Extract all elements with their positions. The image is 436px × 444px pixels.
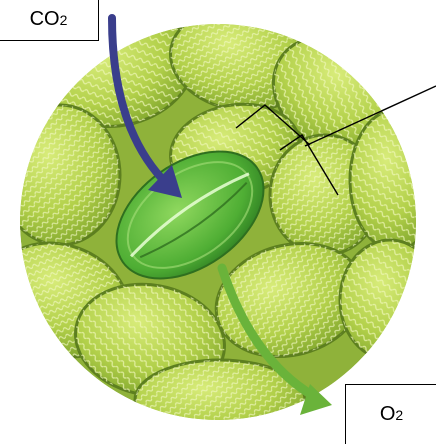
o2-label: O2 — [345, 384, 436, 444]
o2-label-subscript: 2 — [395, 407, 403, 423]
co2-label-text: CO — [30, 8, 60, 31]
o2-label-text: O — [380, 403, 396, 426]
co2-label: CO2 — [0, 0, 99, 41]
co2-label-subscript: 2 — [60, 12, 68, 28]
